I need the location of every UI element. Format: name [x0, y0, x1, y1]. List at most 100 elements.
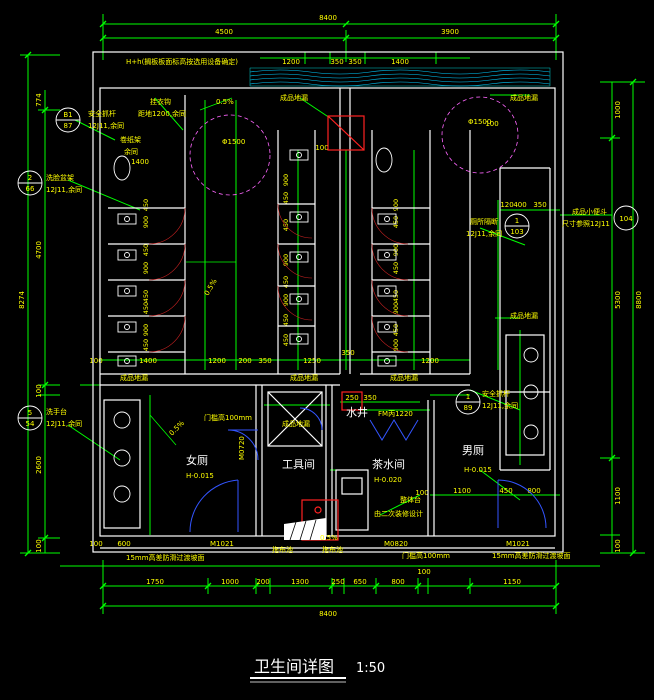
dim-stall-depth-1: 1400 [131, 158, 149, 166]
dim-right-4: 100 [614, 539, 622, 552]
room-tea: 茶水间 [372, 458, 405, 471]
floor-drain-4: 成品地漏 [390, 373, 418, 382]
bubble-b1-top: B1 [63, 111, 72, 119]
stall-width-label: 900 [142, 324, 150, 336]
slope-c: 0.5% [168, 419, 186, 437]
slope-a: 0.5% [216, 98, 234, 106]
dim-misc-5: 100 [89, 357, 102, 365]
toilet-fixture [117, 321, 137, 333]
dim-misc-7: 450 [499, 487, 512, 495]
paper-holder-ref: 余同 [124, 147, 138, 156]
toilet-fixture [289, 251, 309, 263]
dim-bottom-small-2: 600 [117, 540, 130, 548]
sill-ramp-a: 15mm高差防滑过渡坡面 [126, 553, 205, 562]
turning-circles [189, 96, 519, 196]
water-well: 水井 [346, 405, 368, 419]
dim-right-1: 1000 [614, 101, 622, 119]
floor-drain-6: 成品地漏 [290, 373, 318, 382]
toilet-fixture [377, 355, 397, 367]
slope-d: 0.5% [320, 534, 338, 542]
grab-bar-label: 安全抓杆 [88, 109, 116, 118]
sill-ramp-b: 15mm高差防滑过渡坡面 [492, 551, 571, 560]
dim-bottom-3: 200 [256, 578, 269, 586]
female-elev: H-0.015 [186, 472, 214, 480]
toilet-bowl [296, 254, 302, 260]
door-swings [189, 407, 547, 533]
toilet-fixture [117, 213, 137, 225]
stall-width-label: 450 [142, 199, 150, 211]
toilet-fixture [289, 149, 309, 161]
dim-left-5: 100 [35, 539, 43, 552]
dim-misc-3: 350 [258, 357, 271, 365]
toilet-bowl [124, 288, 130, 294]
dim-misc-14: 100 [485, 120, 498, 128]
dim-misc-12: 350 [533, 201, 546, 209]
hook-label: 挂衣钩 [150, 97, 171, 106]
dim-stall-depth-3: 1200 [208, 357, 226, 365]
drawing-title-block: 卫生间详图 1:50 [248, 650, 408, 690]
dim-misc-11: 400 [513, 201, 526, 209]
stall-dimension-labels: 4509004509004504509004509004504509004509… [142, 174, 400, 351]
phi-a: Φ1500 [222, 138, 245, 146]
toilet-bowl [124, 358, 130, 364]
stall-width-label: 900 [392, 302, 400, 314]
toilet-fixture [377, 213, 397, 225]
tea-elev: H-0.020 [374, 476, 402, 484]
urinal-ref: 尺寸参照12J11 [562, 219, 610, 228]
dim-bottom-total: 8400 [319, 610, 337, 618]
toilet-bowl [384, 324, 390, 330]
vanity-label: 洗脸盆架 [46, 173, 74, 182]
slope-arrows [149, 97, 236, 446]
toilet-fixture [117, 355, 137, 367]
dim-bottom-8: 100 [417, 568, 430, 576]
bubble-89-bottom: 89 [464, 404, 473, 412]
bubble-2-top: 2 [28, 174, 32, 182]
top-hatch [249, 67, 551, 87]
dim-right-total: 8800 [635, 291, 643, 309]
dim-misc-15: 100 [315, 144, 328, 152]
grab-bar-ref: 12J11,余同 [88, 121, 124, 130]
dim-top-inner-2: 350 [330, 58, 343, 66]
room-tool: 工具间 [282, 458, 315, 471]
door-m1021-a: M1021 [210, 540, 234, 548]
door-m0720: M0720 [238, 436, 246, 460]
bubble-103-bottom: 103 [510, 228, 523, 236]
dim-top-right: 3900 [441, 28, 459, 36]
dim-misc-13: 120 [500, 201, 513, 209]
bubble-89-top: 1 [466, 393, 470, 401]
partition-ref: 12J11,余同 [466, 229, 502, 238]
washbasin-label: 洗手台 [46, 407, 67, 416]
western-toilet [375, 147, 393, 173]
stall-width-label: 900 [142, 262, 150, 274]
washbasin-ref: 12J11,余同 [46, 419, 82, 428]
stall-width-label: 450 [282, 192, 290, 204]
toilet-fixture [289, 293, 309, 305]
stall-width-label: 450 [142, 290, 150, 302]
toilet-fixtures [113, 147, 397, 367]
dim-bottom-7: 800 [391, 578, 404, 586]
toilet-bowl [384, 358, 390, 364]
bubble-b1-bottom: 87 [64, 122, 73, 130]
dim-top-total: 8400 [319, 14, 337, 22]
dim-misc-6: 1100 [453, 487, 471, 495]
dim-bottom-9: 1150 [503, 578, 521, 586]
toilet-bowl [124, 324, 130, 330]
toilet-fixture [289, 333, 309, 345]
toilet-bowl [384, 288, 390, 294]
toilet-fixture [377, 321, 397, 333]
dim-bottom-small-1: 100 [89, 540, 102, 548]
dim-left-2: 4700 [35, 241, 43, 259]
ramp-hatch [289, 519, 317, 541]
phi-b: Φ1500 [468, 118, 491, 126]
dim-left-1: 774 [35, 93, 43, 107]
mop-sink-ramp [284, 518, 326, 540]
dim-left-3: 100 [35, 384, 43, 397]
bubble-5-bottom: 54 [26, 420, 35, 428]
bubble-104: 104 [619, 215, 633, 223]
dim-top-left: 4500 [215, 28, 233, 36]
dim-top-inner-3: 350 [348, 58, 361, 66]
stall-width-label: 450 [282, 334, 290, 346]
dim-right-3: 1100 [614, 487, 622, 505]
toilet-fixture [377, 249, 397, 261]
stall-width-label: 450 [142, 339, 150, 351]
